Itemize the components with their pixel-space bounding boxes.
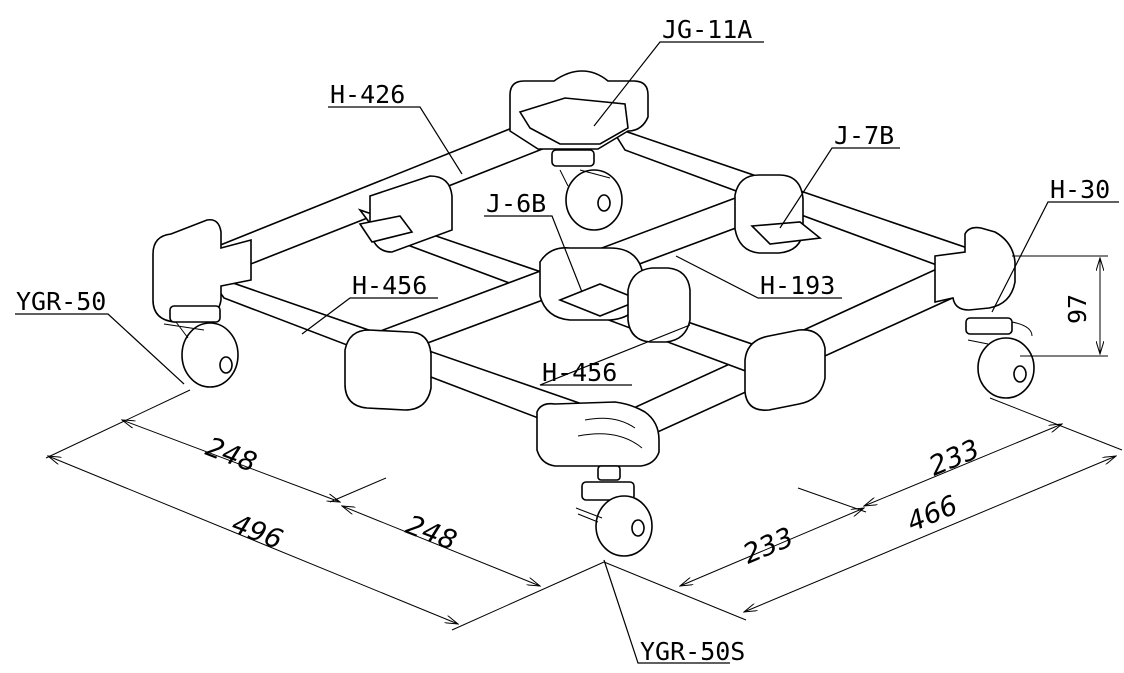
caster-back-fork [559, 169, 611, 187]
corner-caps [152, 70, 1016, 467]
label-h30: H-30 [1050, 175, 1110, 204]
label-j6b: J-6B [486, 189, 546, 218]
caster-front-hub [631, 519, 645, 537]
dim-496: 496 [227, 509, 286, 556]
label-h456-center: H-456 [542, 358, 617, 387]
leader-h456-center [539, 324, 691, 386]
corner-cap-right [934, 226, 1016, 311]
corner-cap-top-inner [518, 97, 629, 145]
caster-right-bracket [965, 317, 1013, 335]
caster-right-hub [1013, 365, 1027, 383]
caster-left-wheel [181, 322, 239, 388]
caster-left-fork [163, 321, 205, 339]
leader-j6b [484, 215, 583, 293]
casters [163, 149, 1035, 557]
tee-plate-left-back [358, 215, 414, 243]
joints [344, 174, 826, 411]
dim-line-466 [744, 456, 1116, 612]
tee-joint-right-mid [627, 267, 691, 343]
dim-248-upper: 248 [201, 432, 260, 479]
tee-joint-right-front [744, 329, 826, 411]
ext-left-corner [45, 389, 191, 459]
caster-back-bracket [551, 149, 595, 167]
leader-ygr50s [603, 559, 730, 664]
caster-front-wheel [595, 495, 653, 557]
leader-j7b [779, 147, 900, 229]
dim-466: 466 [903, 490, 963, 539]
ext-mid-right [797, 487, 867, 513]
dim-233-upper: 233 [925, 434, 985, 483]
label-ygr50: YGR-50 [16, 287, 106, 316]
corner-cap-left [152, 218, 252, 323]
caster-left-bracket [169, 305, 221, 323]
leader-h193 [675, 255, 842, 299]
caster-back-hub [597, 194, 611, 212]
part-labels: JG-11A H-426 J-7B H-30 J-6B H-193 H-456 … [16, 15, 1110, 666]
label-h456-left: H-456 [352, 271, 427, 300]
leader-h426 [328, 106, 463, 175]
dim-248-lower: 248 [401, 510, 460, 557]
dim-line-496 [48, 456, 458, 624]
leaders [15, 41, 1119, 664]
corner-cap-front-curve [577, 417, 643, 449]
label-h193: H-193 [760, 271, 835, 300]
label-jg11a: JG-11A [662, 15, 752, 44]
ext-front-right [603, 561, 747, 621]
dim-97: 97 [1063, 294, 1092, 324]
ext-right-corner [989, 397, 1123, 451]
caster-front-stem [597, 465, 621, 481]
label-h426: H-426 [330, 80, 405, 109]
leader-ygr50 [15, 313, 185, 385]
ext-mid-left [329, 477, 387, 503]
caster-right-fork [967, 321, 1033, 345]
caster-right-wheel [977, 337, 1035, 399]
caster-back-wheel [565, 169, 623, 231]
label-ygr50s: YGR-50S [640, 637, 745, 666]
label-j7b: J-7B [834, 121, 894, 150]
caster-front-brake [575, 507, 603, 523]
leader-h456-left [301, 297, 438, 335]
dim-233-lower: 233 [739, 522, 799, 571]
tee-joint-left-front [344, 329, 432, 411]
caster-left-hub [219, 356, 233, 374]
ext-front-left [451, 561, 605, 631]
dimension-lines [45, 255, 1123, 631]
leader-jg11a [593, 41, 764, 127]
tee-plate-right-back [750, 221, 822, 245]
leader-h30 [991, 201, 1119, 313]
